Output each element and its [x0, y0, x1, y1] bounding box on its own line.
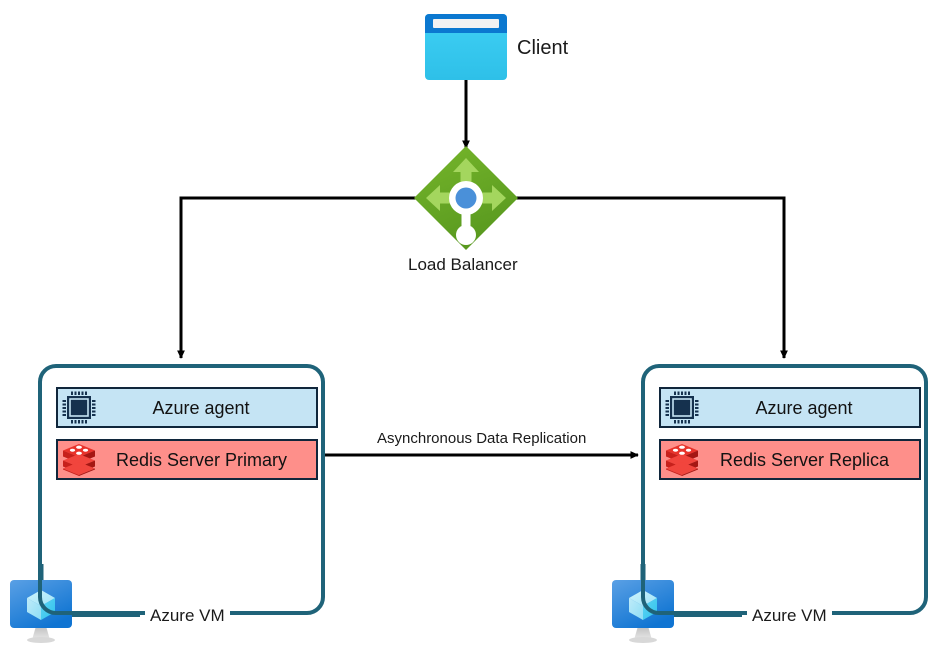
redis-server-replica-box: Redis Server Replica [659, 439, 921, 480]
azure-vm-label-right: Azure VM [747, 607, 832, 624]
azure-agent-box-right: Azure agent [659, 387, 921, 428]
cpu-chip-icon [665, 391, 699, 424]
azure-agent-box-left: Azure agent [56, 387, 318, 428]
replication-label: Asynchronous Data Replication [377, 430, 587, 447]
redis-server-replica-label: Redis Server Replica [719, 449, 890, 470]
client-label: Client [517, 37, 569, 59]
redis-server-primary-label: Redis Server Primary [115, 449, 288, 470]
redis-cube-icon [61, 443, 97, 476]
azure-vm-container-left: Azure agent [38, 364, 325, 615]
azure-vm-container-right: Azure agent [641, 364, 928, 615]
cpu-chip-icon [62, 391, 96, 424]
load-balancer-label: Load Balancer [408, 255, 518, 274]
azure-agent-label: Azure agent [152, 397, 250, 418]
redis-server-primary-box: Redis Server Primary [56, 439, 318, 480]
azure-vm-label-left: Azure VM [145, 607, 230, 624]
connector-load-balancer-to-replica [512, 196, 788, 359]
azure-agent-label: Azure agent [755, 397, 853, 418]
redis-cube-icon [664, 443, 700, 476]
connector-load-balancer-to-primary [177, 196, 420, 359]
client-browser-icon [425, 14, 507, 80]
load-balancer-icon [414, 146, 518, 250]
client-addressbar [433, 19, 499, 28]
